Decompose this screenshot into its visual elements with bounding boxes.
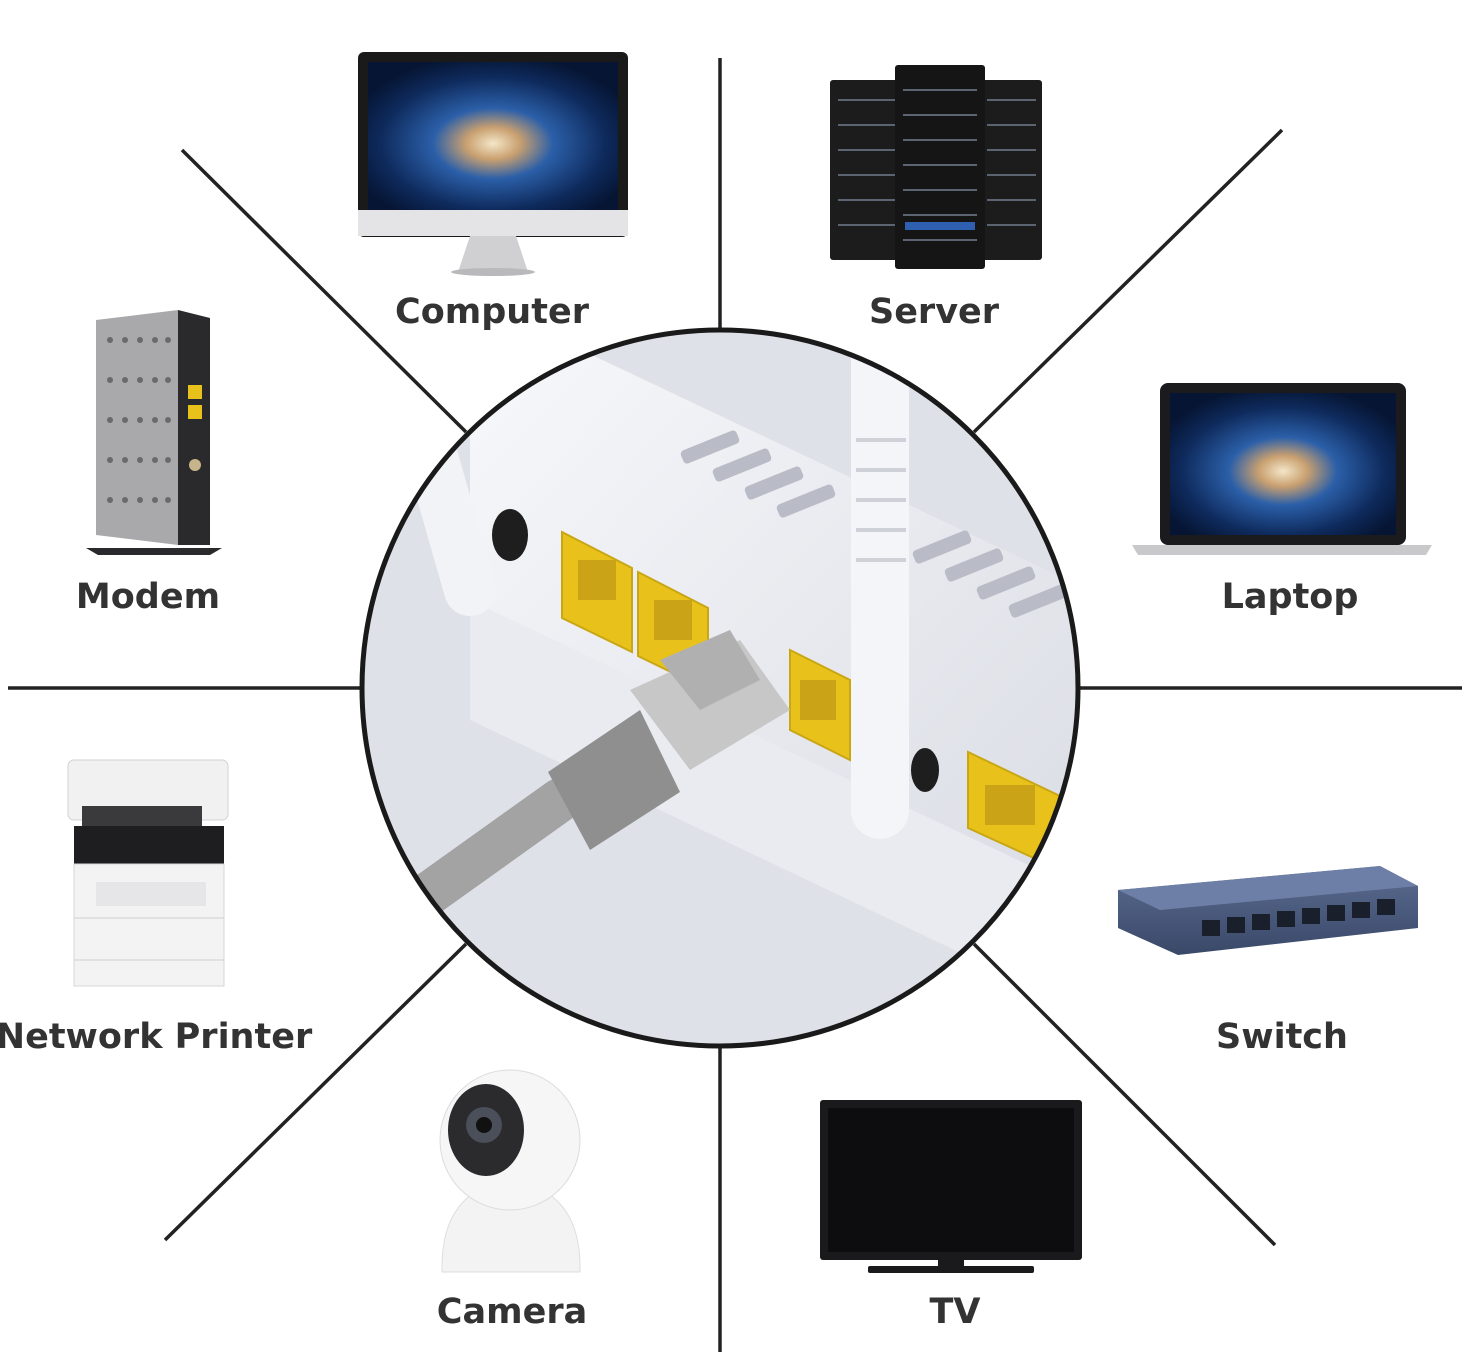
tv-label: TV <box>929 1292 981 1332</box>
network-printer-label: Network Printer <box>0 1017 313 1057</box>
router-ethernet-port-icon <box>359 327 1081 1049</box>
server-rack-icon <box>830 65 1042 269</box>
laptop-icon <box>1132 383 1432 555</box>
printer-icon <box>67 759 229 987</box>
tv-icon <box>820 1100 1082 1273</box>
monitor-icon <box>358 52 628 276</box>
security-camera-icon <box>439 1069 581 1273</box>
server-label: Server <box>868 292 1000 332</box>
network-switch-icon <box>1118 866 1418 955</box>
laptop-label: Laptop <box>1221 577 1359 617</box>
modem-label: Modem <box>75 577 221 617</box>
modem-icon <box>86 310 222 555</box>
switch-label: Switch <box>1216 1017 1348 1057</box>
divider-lines <box>8 58 1462 1352</box>
camera-label: Camera <box>436 1292 588 1332</box>
computer-label: Computer <box>395 292 589 332</box>
